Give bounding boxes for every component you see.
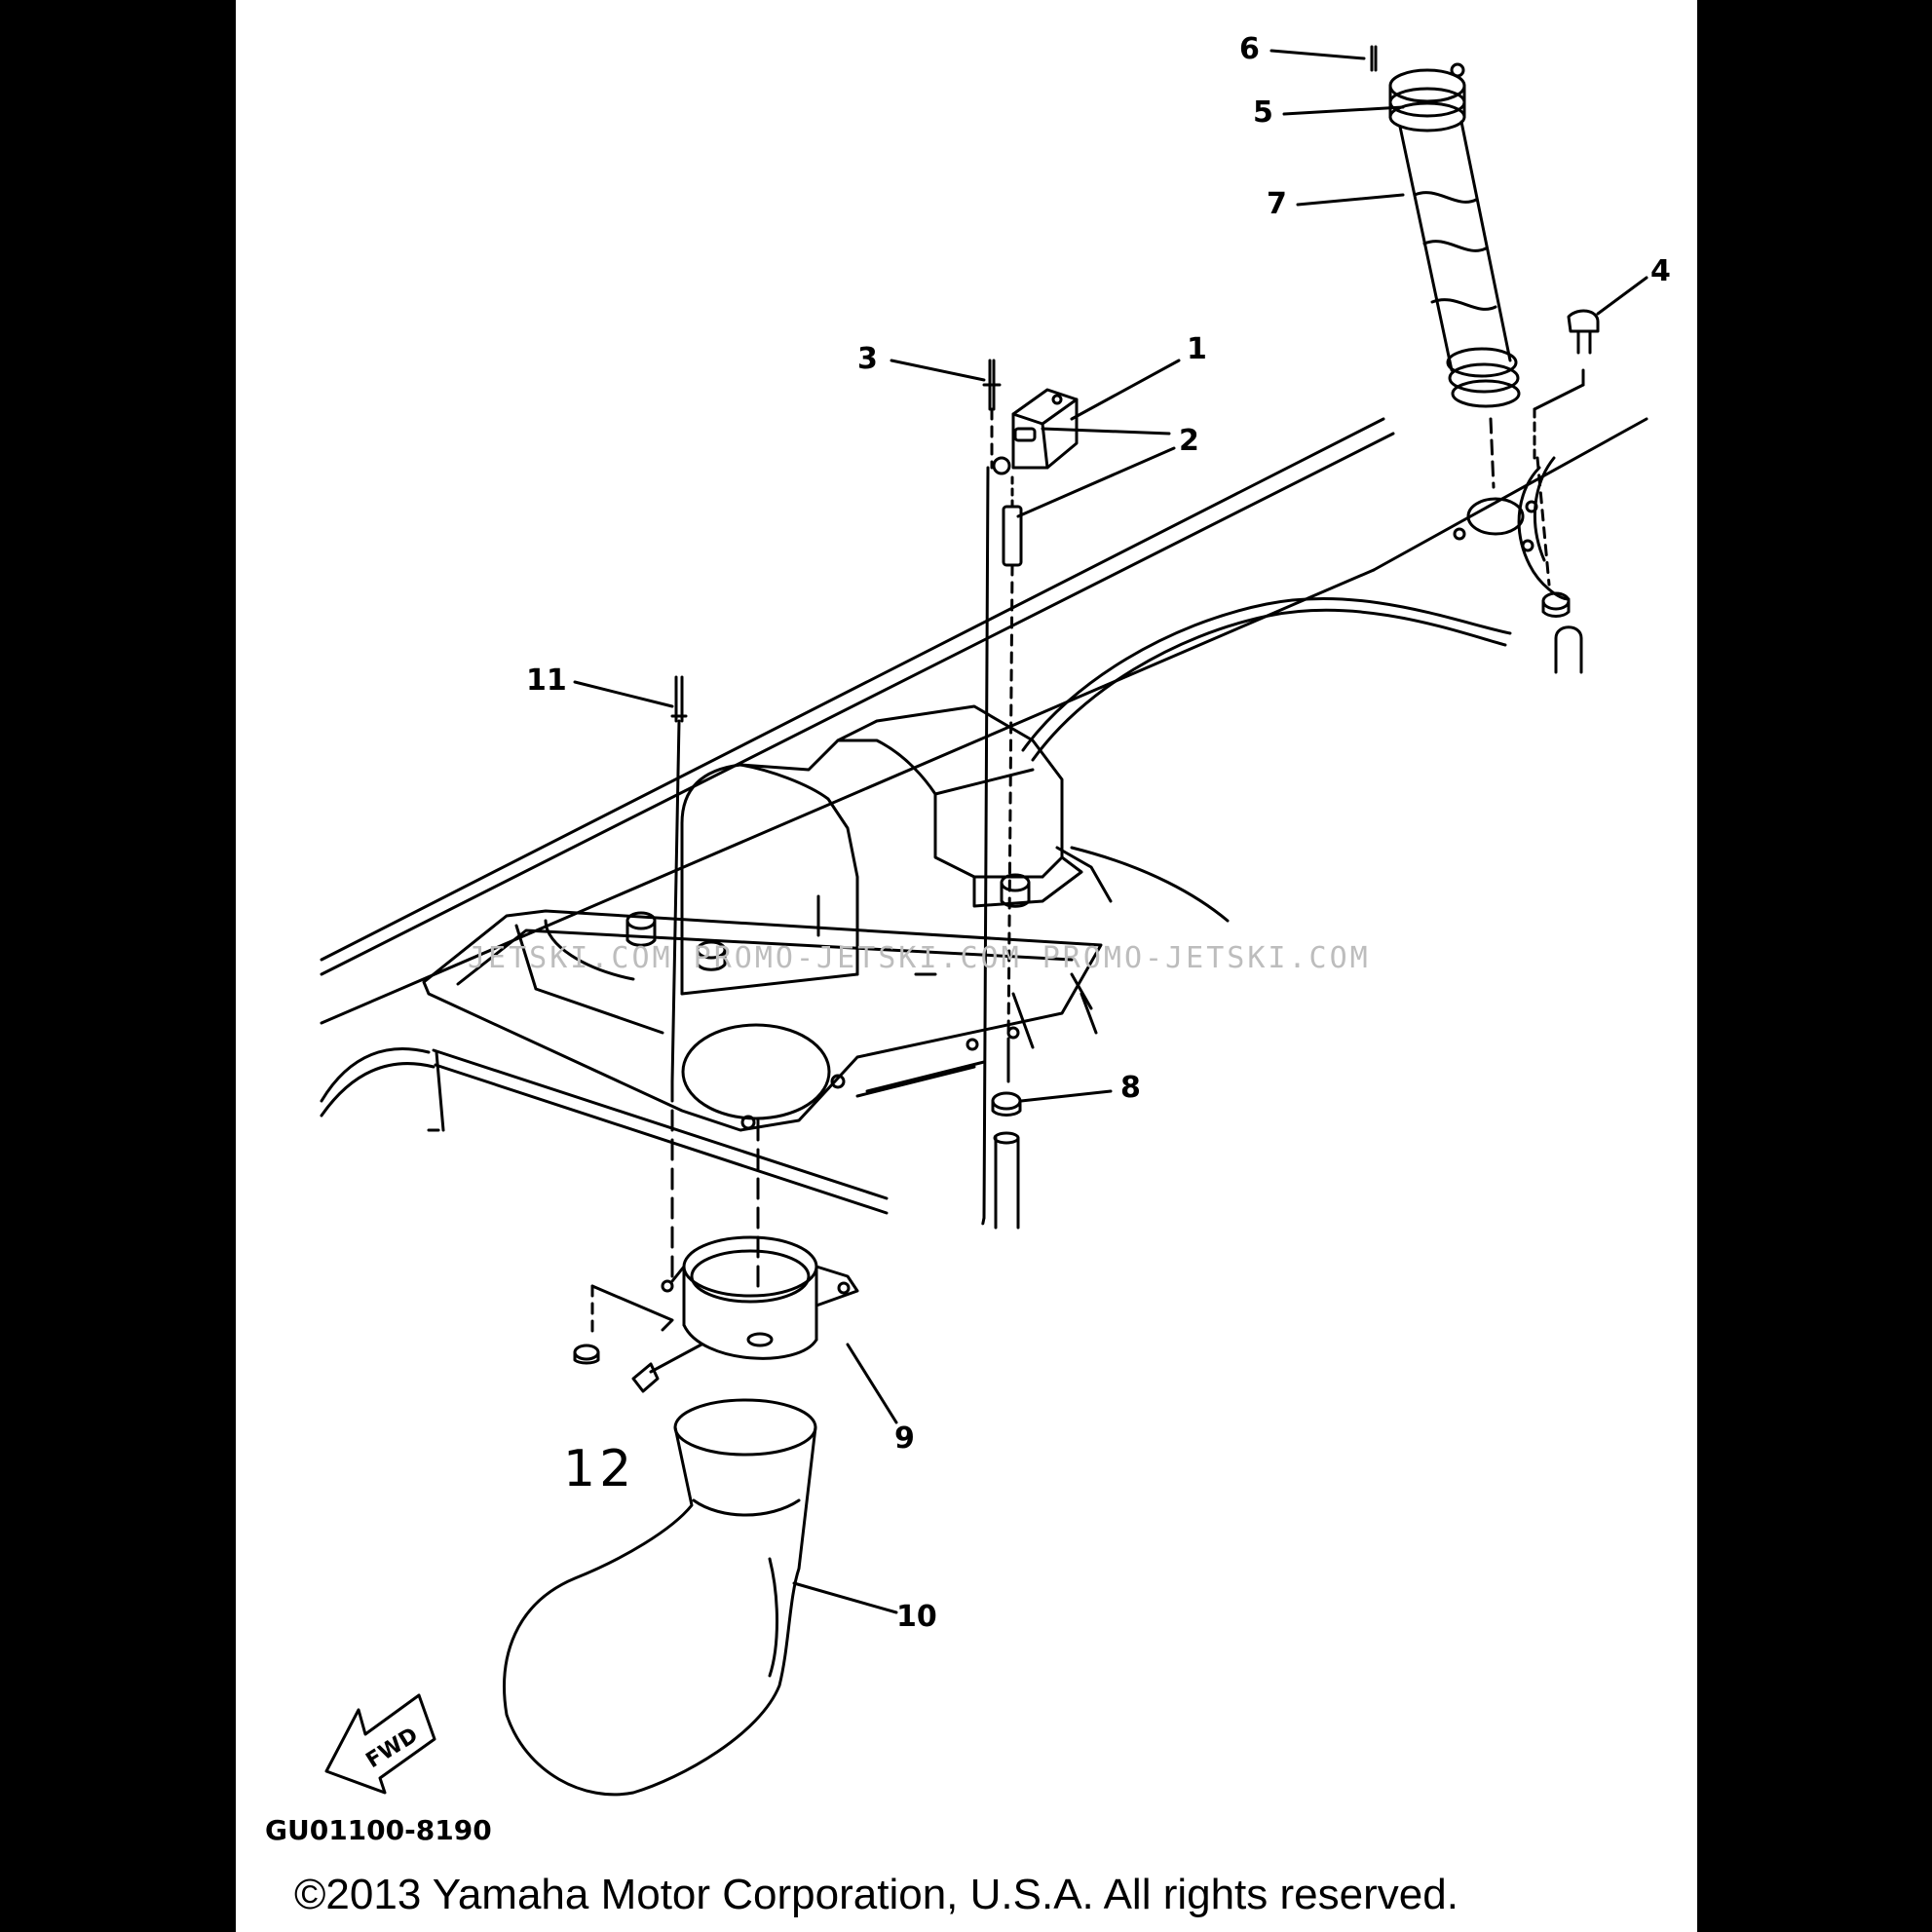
- hull-deck-lines: [320, 417, 1648, 1215]
- callout-7: 7: [1267, 187, 1287, 221]
- callout-5: 5: [1253, 95, 1273, 130]
- stud-3: [980, 359, 1002, 1230]
- callout-2: 2: [1179, 424, 1199, 458]
- flange-ring-9: [573, 1235, 859, 1365]
- callout-8: 8: [1120, 1071, 1141, 1105]
- callout-1: 1: [1187, 332, 1207, 366]
- leader-lines: [573, 49, 1648, 1614]
- screw-12: [631, 1343, 703, 1393]
- nut-8-and-pipe: [991, 1091, 1022, 1230]
- hose-7: [1370, 45, 1538, 552]
- callout-6: 6: [1239, 32, 1260, 66]
- callout-10: 10: [896, 1600, 937, 1634]
- callout-3: 3: [857, 342, 878, 376]
- copyright-notice: ©2013 Yamaha Motor Corporation, U.S.A. A…: [294, 1871, 1458, 1918]
- watermark: JETSKI.COM PROMO-JETSKI.COM PROMO-JETSKI…: [468, 941, 1371, 975]
- stud-11: [670, 675, 760, 1288]
- fwd-arrow-icon: FWD: [324, 1693, 436, 1795]
- duct-10: [503, 1398, 817, 1797]
- bolt-4: [1533, 309, 1600, 674]
- part-code: GU01100-8190: [265, 1814, 492, 1846]
- callout-4: 4: [1650, 254, 1671, 288]
- callout-9: 9: [894, 1421, 915, 1456]
- spacer-2: [1002, 475, 1023, 1083]
- bracket-1: [992, 388, 1079, 475]
- base-plate: [422, 909, 1103, 1132]
- callout-11: 11: [526, 663, 567, 698]
- callout-12: 12: [563, 1440, 636, 1498]
- tank-cover: [625, 704, 1113, 996]
